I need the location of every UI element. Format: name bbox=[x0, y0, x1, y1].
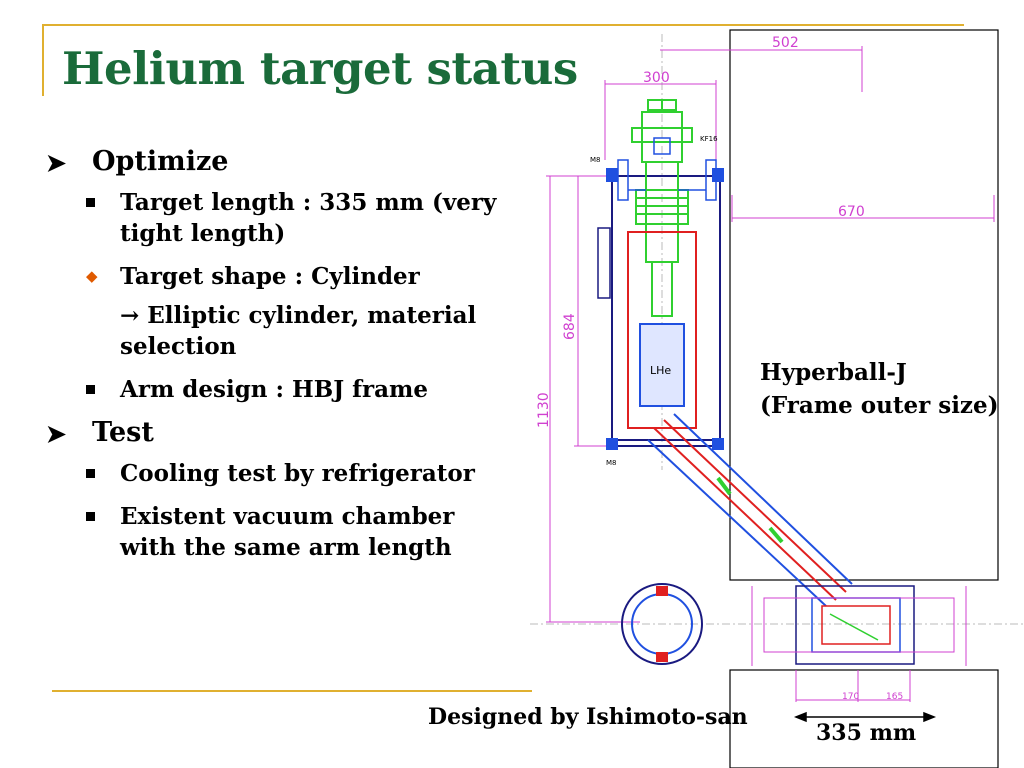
lhe-label: LHe bbox=[650, 364, 671, 377]
transfer-arm bbox=[647, 413, 853, 607]
item-line: Cooling test by refrigerator bbox=[120, 460, 475, 487]
item-line: Target length : 335 mm (very bbox=[120, 189, 497, 216]
list-item: Target length : 335 mm (very tight lengt… bbox=[46, 187, 516, 249]
dim-label-670: 670 bbox=[838, 204, 865, 220]
frame-label-line: (Frame outer size) bbox=[760, 392, 999, 419]
section-label: Test bbox=[92, 417, 154, 448]
left-accent-line bbox=[42, 24, 44, 96]
dimension-670 bbox=[731, 195, 995, 222]
list-item: Cooling test by refrigerator bbox=[46, 458, 516, 489]
target-cell bbox=[639, 323, 685, 407]
length-arrow bbox=[793, 711, 937, 723]
kf-label: KF16 bbox=[700, 135, 718, 143]
length-label: 335 mm bbox=[816, 720, 917, 746]
frame-label-line: Hyperball-J bbox=[760, 359, 907, 386]
cross-section-view bbox=[621, 583, 703, 665]
top-accent-line bbox=[42, 24, 964, 26]
item-line: Existent vacuum chamber bbox=[120, 503, 455, 530]
bullet-list: ➤ Optimize Target length : 335 mm (very … bbox=[46, 142, 516, 575]
diamond-bullet-icon: ◆ bbox=[86, 267, 98, 285]
arrow-bullet-icon: ➤ bbox=[46, 148, 67, 177]
item-line: with the same arm length bbox=[120, 534, 452, 561]
design-credit: Designed by Ishimoto-san bbox=[428, 704, 748, 730]
item-line: → Elliptic cylinder, material bbox=[120, 302, 477, 329]
refrigerator-head bbox=[631, 99, 693, 317]
dim-label-170: 170 bbox=[842, 692, 859, 702]
frame-label: Hyperball-J (Frame outer size) bbox=[760, 356, 1000, 422]
item-line: selection bbox=[120, 333, 237, 360]
hbj-frame-upper bbox=[729, 29, 999, 581]
radiation-shield bbox=[627, 231, 697, 429]
square-bullet-icon bbox=[86, 374, 106, 405]
arrow-bullet-icon: ➤ bbox=[46, 419, 67, 448]
item-line: Target shape : Cylinder bbox=[120, 263, 420, 290]
vacuum-vessel bbox=[611, 175, 721, 447]
list-item: Arm design : HBJ frame bbox=[46, 374, 516, 405]
dim-label-684: 684 bbox=[562, 313, 578, 340]
dim-label-165: 165 bbox=[886, 692, 903, 702]
section-label: Optimize bbox=[92, 146, 229, 177]
dim-label-1130: 1130 bbox=[536, 392, 552, 428]
dimension-502 bbox=[660, 46, 863, 92]
dim-label-300: 300 bbox=[643, 70, 670, 86]
dimension-1130 bbox=[546, 175, 640, 623]
square-bullet-icon bbox=[86, 458, 106, 489]
list-item: ◆ Target shape : Cylinder bbox=[46, 261, 516, 292]
bolt-label-bottom: M8 bbox=[606, 459, 617, 467]
side-handle bbox=[597, 227, 611, 299]
item-line: tight length) bbox=[120, 220, 286, 247]
list-item: Existent vacuum chamber with the same ar… bbox=[46, 501, 516, 563]
slide-title: Helium target status bbox=[62, 42, 578, 95]
hbj-frame-lower bbox=[729, 669, 999, 768]
item-line: Arm design : HBJ frame bbox=[120, 376, 428, 403]
dimension-300 bbox=[604, 80, 717, 160]
bolt-label-top: M8 bbox=[590, 156, 601, 164]
list-item: → Elliptic cylinder, material selection bbox=[46, 300, 516, 362]
section-optimize: ➤ Optimize bbox=[46, 146, 516, 177]
dim-label-502: 502 bbox=[772, 35, 799, 51]
square-bullet-icon bbox=[86, 501, 106, 532]
square-bullet-icon bbox=[86, 187, 106, 218]
chamber-dimensions bbox=[751, 586, 967, 702]
dimension-684 bbox=[574, 175, 612, 447]
section-test: ➤ Test bbox=[46, 417, 516, 448]
bottom-accent-line bbox=[52, 690, 532, 692]
